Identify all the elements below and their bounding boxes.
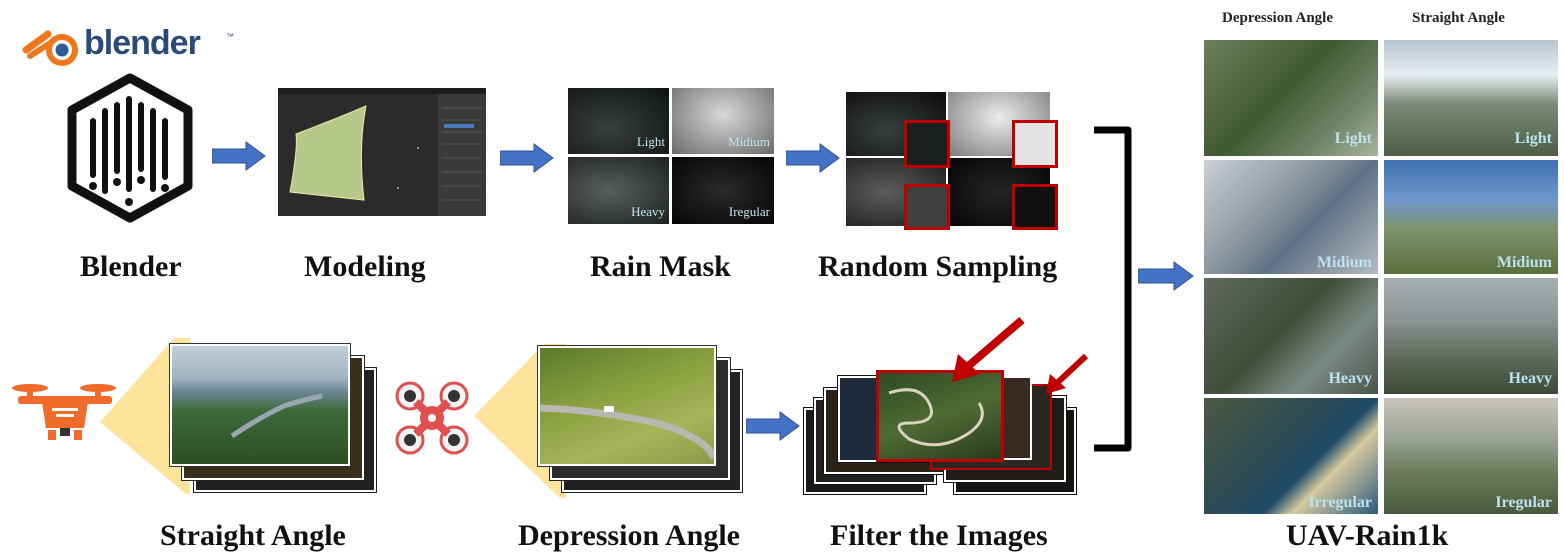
dataset-image-midium-depression: Midium	[1204, 160, 1378, 274]
dataset-column-header: Depression Angle	[1222, 10, 1333, 26]
rain-mask-label: Midium	[728, 134, 770, 149]
rain-mask-light: Light	[568, 88, 669, 154]
dataset-row-label: Midium	[1496, 254, 1552, 271]
label-depression-angle: Depression Angle	[518, 519, 740, 552]
dataset-image-irregular-depression: Irregular	[1204, 398, 1378, 514]
arrow-right-icon	[212, 141, 266, 171]
random-sampling-grid	[846, 92, 1060, 230]
rain-mask-label: Heavy	[631, 204, 665, 219]
dataset-grid: Light Light Midium Midium Heavy Heavy Ir…	[1204, 40, 1558, 514]
rain-mask-heavy: Heavy	[568, 157, 669, 224]
selected-photo	[876, 370, 1004, 462]
sample-highlight-box	[1012, 184, 1058, 230]
label-straight-angle: Straight Angle	[160, 519, 346, 552]
dataset-image-midium-straight: Midium	[1384, 160, 1558, 274]
rain-mask-irregular: Iregular	[672, 157, 774, 224]
trademark: ™	[226, 32, 234, 41]
dataset-image-heavy-straight: Heavy	[1384, 278, 1558, 394]
arrow-right-icon	[746, 411, 800, 441]
modeling-screenshot	[278, 88, 486, 216]
dataset-row-label: Heavy	[1328, 370, 1372, 387]
dataset-row-label: Midium	[1316, 254, 1372, 271]
blender-logo-text: blender	[84, 24, 201, 62]
dataset-row-label: Iregular	[1495, 494, 1552, 511]
depression-angle-photo-stack	[538, 346, 742, 492]
depression-angle-photo	[538, 346, 716, 466]
filter-images-stack	[804, 370, 1080, 494]
straight-angle-photo	[170, 344, 350, 466]
blender-logo: blender ™	[22, 24, 242, 68]
sample-highlight-box	[904, 184, 950, 230]
merge-bracket	[1094, 126, 1132, 452]
straight-angle-photo-stack	[170, 344, 376, 492]
arrow-right-icon	[500, 143, 554, 173]
arrow-right-icon	[786, 143, 840, 173]
rain-mask-label: Light	[636, 134, 665, 149]
rain-mask-midium: Midium	[672, 88, 774, 154]
drone-straight-icon	[12, 384, 116, 440]
highlight-arrow-icon	[1046, 353, 1089, 394]
label-filter-images: Filter the Images	[830, 519, 1048, 552]
label-random-sampling: Random Sampling	[818, 250, 1058, 283]
blender-rain-hex-icon	[67, 73, 193, 223]
dataset-row-label: Heavy	[1508, 370, 1552, 387]
dataset-row-label: Light	[1334, 130, 1372, 147]
sample-highlight-box	[904, 120, 950, 168]
dataset-title: UAV-Rain1k	[1286, 519, 1449, 552]
label-modeling: Modeling	[304, 250, 426, 283]
dataset-row-label: Irregular	[1308, 494, 1372, 511]
dataset-image-heavy-depression: Heavy	[1204, 278, 1378, 394]
dataset-image-light-depression: Light	[1204, 40, 1378, 156]
dataset-image-light-straight: Light	[1384, 40, 1558, 156]
rain-mask-grid: Light Midium Heavy Iregular	[568, 88, 774, 224]
drone-depression-icon	[395, 381, 469, 455]
blender-logo-icon	[22, 30, 78, 66]
sample-highlight-box	[1012, 120, 1058, 168]
view-cone	[100, 338, 190, 494]
label-rain-mask: Rain Mask	[590, 250, 731, 283]
dataset-image-irregular-straight: Iregular	[1384, 398, 1558, 514]
dataset-column-header: Straight Angle	[1412, 10, 1505, 26]
highlight-arrow-icon	[952, 316, 1025, 382]
label-blender: Blender	[80, 250, 182, 283]
rain-mask-label: Iregular	[728, 204, 770, 219]
dataset-row-label: Light	[1514, 130, 1552, 147]
arrow-right-icon	[1138, 261, 1194, 291]
